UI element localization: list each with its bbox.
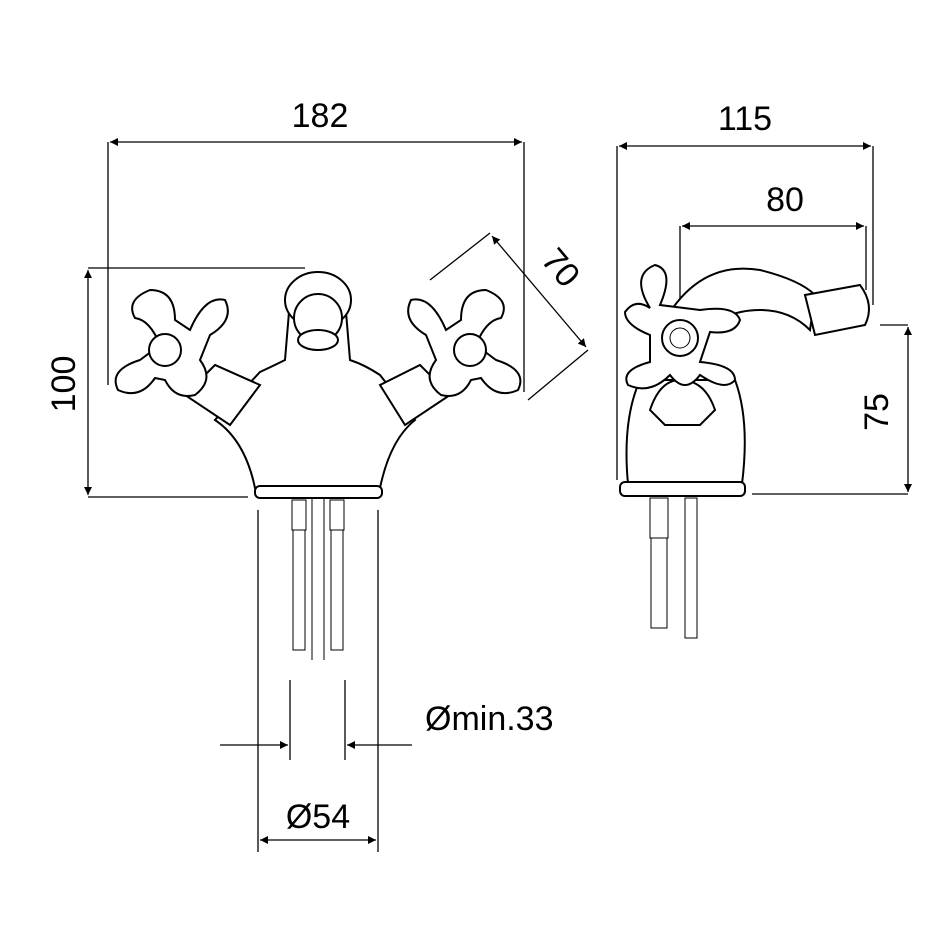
dim-70-label: 70: [534, 241, 587, 294]
dimension-75: 75: [752, 324, 912, 495]
dim-75-label: 75: [858, 393, 896, 431]
dim-100-label: 100: [45, 356, 83, 413]
dimension-70: 70: [429, 232, 589, 401]
dimension-115: 115: [616, 100, 874, 480]
dim-54-label: Ø54: [286, 798, 350, 836]
dim-115-label: 115: [718, 100, 772, 138]
dimension-100: 100: [45, 267, 305, 498]
dim-182-label: 182: [292, 97, 349, 135]
dim-80-label: 80: [766, 181, 804, 219]
dim-min33-label: Ømin.33: [425, 700, 554, 738]
dimension-182: 182: [107, 97, 525, 392]
side-view-faucet: [619, 263, 870, 639]
front-view-faucet: [114, 271, 522, 660]
dimension-80: 80: [679, 181, 867, 310]
dimension-54: Ø54: [257, 510, 379, 852]
dimension-min33: Ømin.33: [220, 680, 554, 760]
